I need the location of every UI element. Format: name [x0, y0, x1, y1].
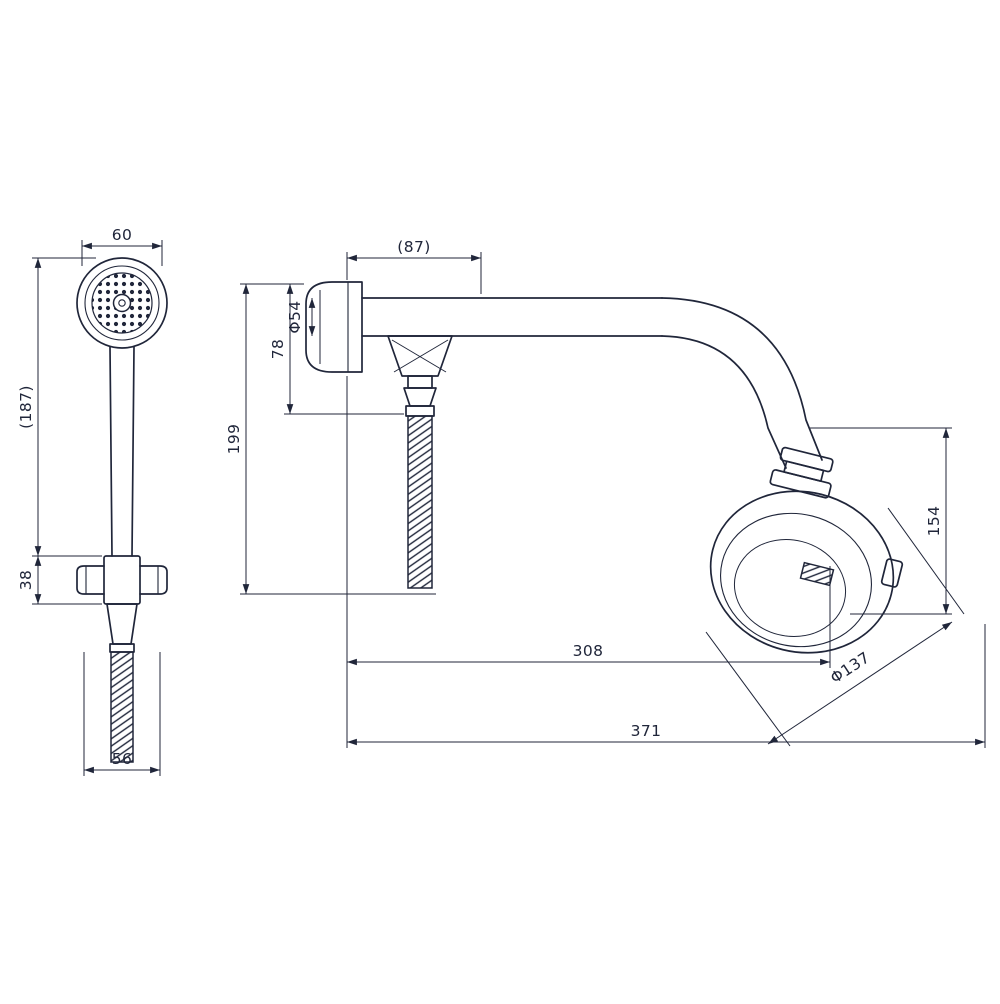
dim-arm-reach: 308 [346, 376, 831, 748]
dim-base-width: 56 [83, 652, 161, 776]
tee-body [387, 335, 453, 377]
handset-head-rim [84, 265, 160, 341]
tee-taper [403, 387, 437, 407]
handset-handle-right-edge [131, 346, 135, 557]
wall-flange [305, 281, 363, 373]
handset-face-center-dot [118, 299, 126, 307]
handset-head-outline [76, 257, 168, 349]
shower-arm-curve-inner [661, 335, 787, 469]
overhead-head [709, 490, 904, 654]
dim-label-diverter-drop: 78 [269, 339, 287, 360]
tee-neck [407, 375, 433, 389]
dim-label-overall-length: (187) [17, 385, 35, 429]
dim-label-head-width: 60 [112, 226, 133, 244]
dim-diverter-drop: 78 [269, 284, 404, 415]
dim-label-bracket-height: 38 [17, 570, 35, 591]
hand-shower-view [76, 257, 168, 763]
diverter-tee [387, 335, 453, 589]
connector-ring-mid [783, 460, 825, 482]
dim-label-hose-drop: 199 [225, 424, 243, 455]
handset-hose-collar [109, 643, 135, 653]
ext-line [887, 507, 965, 615]
wall-shower-view [305, 281, 904, 654]
wall-bracket [76, 555, 168, 605]
dim-label-head-diameter: Φ137 [827, 648, 873, 687]
ext-line [705, 631, 791, 747]
head-side-knob [880, 558, 904, 588]
dim-label-head-drop: 154 [925, 506, 943, 537]
handset-flex-hose [110, 651, 134, 763]
dim-label-base-width: 56 [112, 750, 133, 768]
dim-head-diameter: Φ137 [705, 507, 965, 747]
dim-label-overall-reach: 371 [631, 722, 662, 740]
head-pivot-detail [799, 561, 835, 587]
bracket-right-arm [139, 565, 168, 595]
tee-facet-line [391, 339, 447, 373]
tee-facet-line [393, 339, 449, 373]
bracket-left-arm [76, 565, 105, 595]
bracket-body [103, 555, 141, 605]
shower-arm-curve-outer [661, 297, 823, 461]
handset-handle-left-edge [109, 346, 113, 557]
dim-head-drop: 154 [810, 427, 952, 615]
dim-label-arm-offset: (87) [397, 238, 430, 256]
dim-line [767, 621, 953, 745]
dim-label-flange-diameter: Φ54 [286, 300, 304, 333]
wall-flex-hose [407, 415, 433, 589]
handset-face-center [112, 293, 132, 313]
tee-hose-nut [405, 405, 435, 417]
dim-bracket-height: 38 [17, 556, 102, 605]
dim-overall-length: (187) [17, 257, 102, 557]
flange-outline [305, 281, 363, 373]
dim-overall-reach: 371 [347, 624, 986, 748]
dim-arm-offset: (87) [346, 238, 482, 294]
dim-hose-drop: 199 [225, 283, 436, 595]
dim-label-arm-reach: 308 [573, 642, 604, 660]
dim-head-width: 60 [81, 226, 163, 266]
connector-ring-top [779, 446, 834, 473]
handset-cone-nut [106, 603, 138, 645]
